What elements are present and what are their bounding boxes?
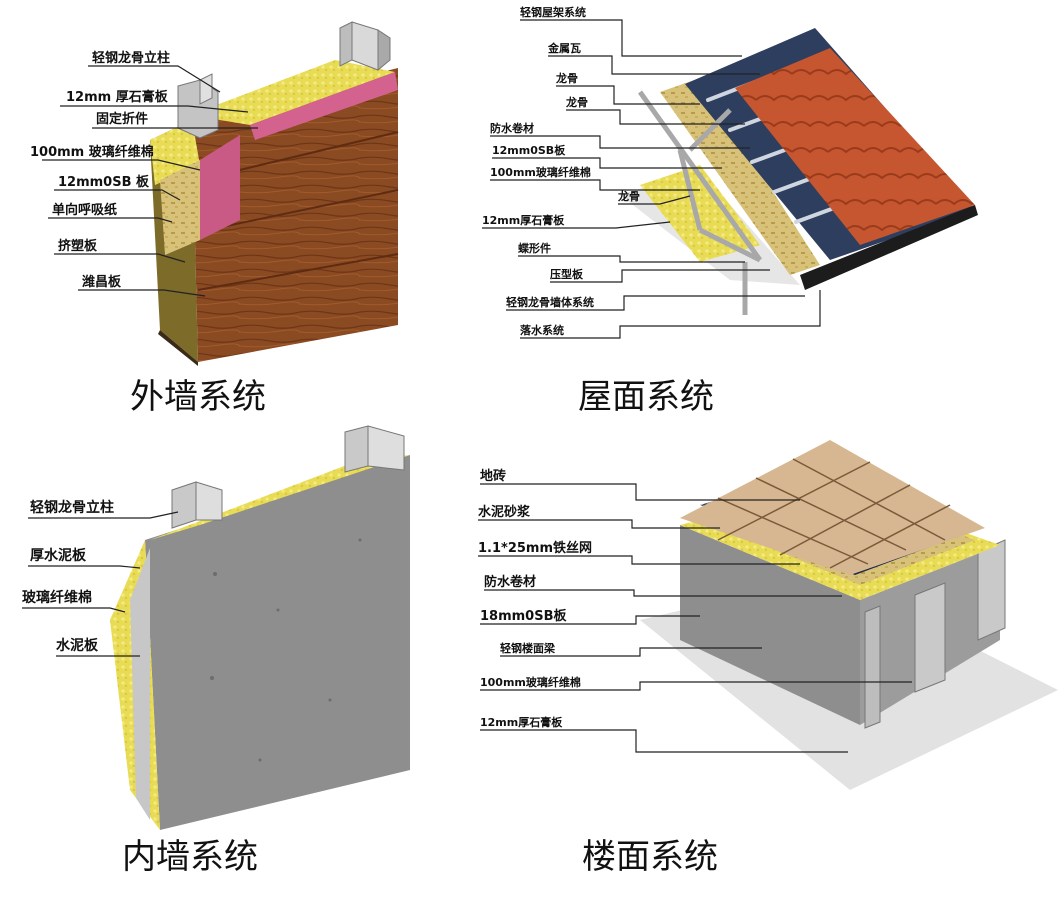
floor-diagram: 地砖 水泥砂浆 1.1*25mm铁丝网 防水卷材 18mm0SB板 轻钢楼面梁 … <box>478 440 1058 877</box>
floor-label-8: 12mm厚石膏板 <box>480 715 563 729</box>
roof-label-1: 轻钢屋架系统 <box>520 5 586 19</box>
exterior-cladding-board <box>192 68 398 362</box>
ext-label-3: 固定折件 <box>96 111 148 127</box>
ext-label-6: 单向呼吸纸 <box>52 202 117 218</box>
roof-glass-wool <box>640 165 760 262</box>
roof-label-3: 龙骨 <box>555 71 578 85</box>
roof-gutter <box>800 205 978 290</box>
exterior-top-insulation <box>190 60 395 125</box>
int-label-4: 水泥板 <box>56 637 99 654</box>
roof-label-10: 蝶形件 <box>518 241 551 255</box>
ext-label-4: 100mm 玻璃纤维棉 <box>30 144 154 160</box>
roof-osb <box>660 78 820 275</box>
roof-label-12: 轻钢龙骨墙体系统 <box>506 295 594 309</box>
interior-cement-board-face <box>145 455 410 830</box>
ext-label-7: 挤塑板 <box>58 238 98 254</box>
interior-steel-stud-icon <box>171 425 405 529</box>
roof-label-13: 落水系统 <box>520 323 564 337</box>
exterior-pink-membrane <box>200 135 240 240</box>
roof-metal-tile <box>735 48 975 245</box>
int-label-3: 玻璃纤维棉 <box>22 589 92 606</box>
floor-label-7: 100mm玻璃纤维棉 <box>480 675 581 689</box>
floor-leaders <box>478 483 912 753</box>
roof-label-9: 12mm厚石膏板 <box>482 213 565 227</box>
floor-label-4: 防水卷材 <box>484 574 536 590</box>
roof-caption: 屋面系统 <box>578 377 714 417</box>
ext-label-8: 潍昌板 <box>82 274 122 290</box>
exterior-osb-edge <box>160 160 200 255</box>
ext-label-5: 12mm0SB 板 <box>58 174 150 190</box>
floor-caption: 楼面系统 <box>582 837 718 877</box>
int-label-1: 轻钢龙骨立柱 <box>30 499 114 516</box>
floor-concrete-front <box>680 525 860 725</box>
floor-label-6: 轻钢楼面梁 <box>500 641 556 655</box>
int-label-2: 厚水泥板 <box>30 547 87 564</box>
floor-label-5: 18mm0SB板 <box>480 608 567 624</box>
floor-tile-surface <box>680 440 985 575</box>
roof-label-6: 12mm0SB板 <box>492 143 566 157</box>
floor-label-2: 水泥砂浆 <box>478 504 531 520</box>
exterior-wall-caption: 外墙系统 <box>130 377 266 417</box>
ext-label-2: 12mm 厚石膏板 <box>66 89 169 105</box>
roof-label-8: 龙骨 <box>617 189 640 203</box>
steel-stud-icon <box>177 21 391 139</box>
roof-leaders <box>482 19 821 339</box>
ext-label-1: 轻钢龙骨立柱 <box>92 50 170 66</box>
roof-label-11: 压型板 <box>550 267 584 281</box>
roof-label-5: 防水卷材 <box>490 121 534 135</box>
floor-joist-icon <box>864 539 1006 729</box>
roof-label-7: 100mm玻璃纤维棉 <box>490 165 591 179</box>
exterior-leaders <box>42 65 258 297</box>
roof-label-4: 龙骨 <box>565 95 588 109</box>
roof-label-2: 金属瓦 <box>547 41 581 55</box>
exterior-wall-diagram: 轻钢龙骨立柱 12mm 厚石膏板 固定折件 100mm 玻璃纤维棉 12mm0S… <box>30 21 399 417</box>
floor-label-3: 1.1*25mm铁丝网 <box>478 540 592 556</box>
roof-diagram: 轻钢屋架系统 金属瓦 龙骨 龙骨 防水卷材 12mm0SB板 100mm玻璃纤维… <box>482 5 978 417</box>
interior-wall-caption: 内墙系统 <box>122 837 258 877</box>
interior-wall-diagram: 轻钢龙骨立柱 厚水泥板 玻璃纤维棉 水泥板 内墙系统 <box>22 425 410 877</box>
floor-label-1: 地砖 <box>480 468 506 484</box>
interior-leaders <box>22 511 179 657</box>
